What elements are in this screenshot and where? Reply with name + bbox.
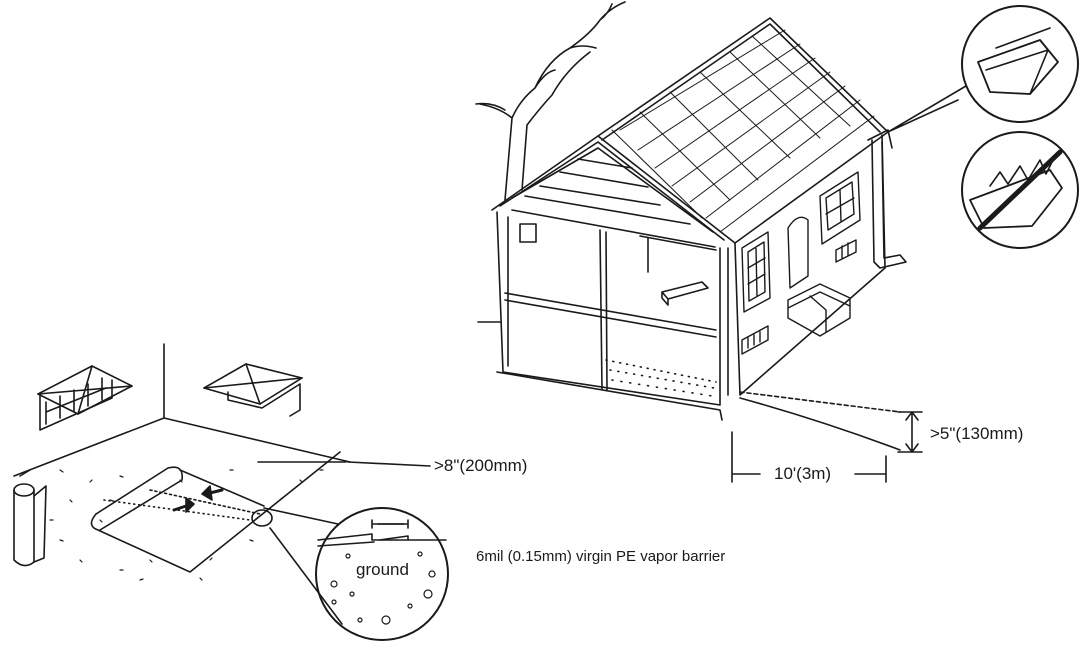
- overlap-dimension-label: >8"(200mm): [434, 456, 528, 475]
- slope-drop-label: >5"(130mm): [930, 424, 1024, 443]
- overlap-leader-line: [347, 461, 431, 467]
- clogged-gutter-prohibited-icon: [961, 131, 1079, 249]
- slope-drop-dimension: [897, 411, 923, 453]
- slope-distance-dimension: [731, 431, 887, 483]
- crawlspace-illustration: [13, 343, 351, 581]
- clean-gutter-icon: [887, 5, 1079, 133]
- ground-label: ground: [356, 560, 409, 579]
- tree-illustration: [475, 1, 626, 201]
- ground-detail-circle: [263, 507, 449, 641]
- vapor-barrier-label: 6mil (0.15mm) virgin PE vapor barrier: [476, 548, 726, 565]
- house-illustration: [477, 17, 907, 451]
- slope-distance-label: 10'(3m): [774, 464, 832, 483]
